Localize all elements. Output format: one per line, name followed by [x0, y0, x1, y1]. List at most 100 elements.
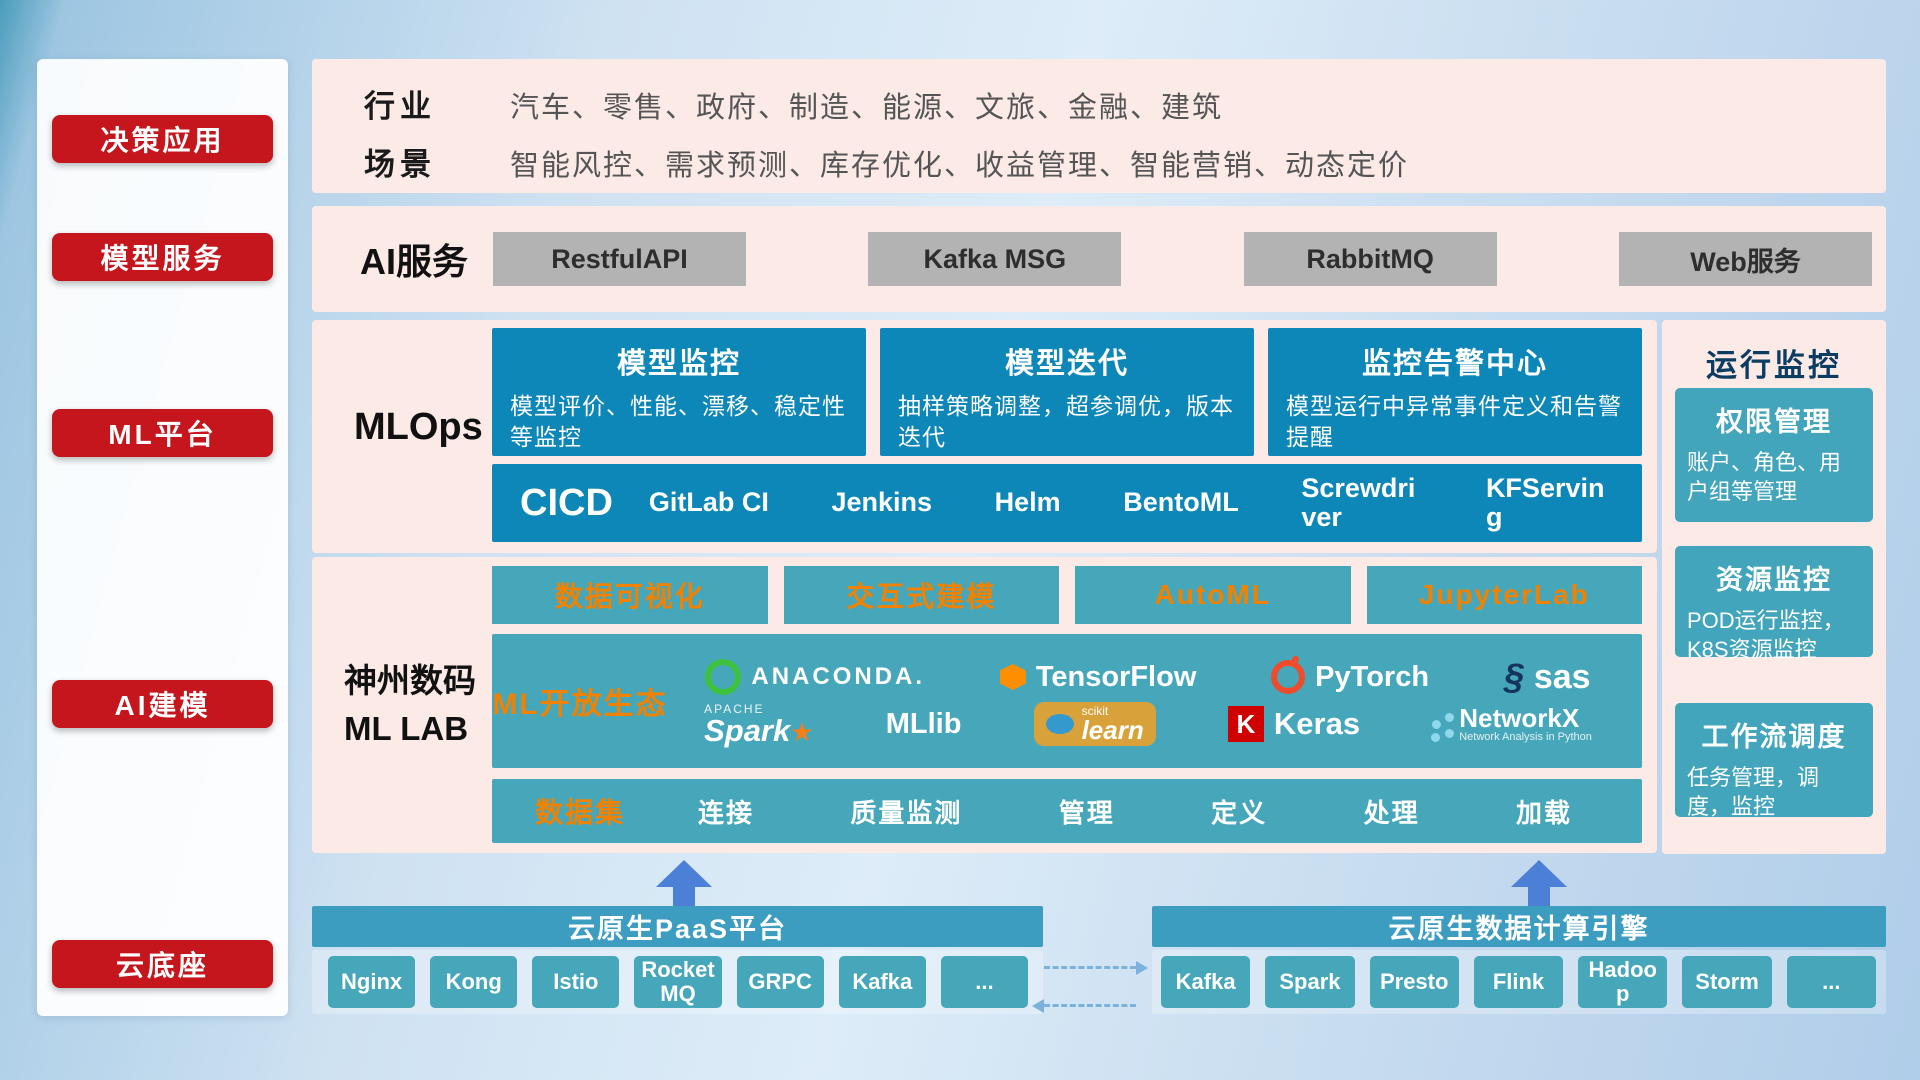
engine-chip-flink[interactable]: Flink [1473, 956, 1564, 1009]
cicd-item-screwdriver: Screwdriver [1301, 472, 1416, 532]
sidebar-item-decision-apps[interactable]: 决策应用 [52, 115, 273, 163]
dataset-item-process: 处理 [1363, 797, 1420, 828]
paas-chip-more[interactable]: ... [940, 956, 1028, 1009]
engine-chip-kafka[interactable]: Kafka [1161, 956, 1251, 1009]
up-arrow-icon [1511, 860, 1567, 906]
arrow-head [1511, 860, 1567, 887]
runtime-monitoring-title: 运行监控 [1706, 348, 1842, 383]
ecosystem-logos-row-1: ANACONDA. TensorFlow PyTorch sas [668, 656, 1628, 698]
cicd-item-kfserving: KFServing [1485, 472, 1605, 532]
card-desc: POD运行监控，K8S资源监控 [1687, 608, 1845, 663]
sidebar-item-cloud-base[interactable]: 云底座 [52, 940, 273, 988]
model-iteration-card: 模型迭代 抽样策略调整，超参调优，版本迭代 [880, 328, 1254, 456]
card-desc: 账户、角色、用户组等管理 [1687, 450, 1842, 505]
mlops-label: MLOps [354, 406, 483, 448]
sidebar-item-ml-platform[interactable]: ML平台 [52, 409, 273, 457]
scikit-learn-icon [1045, 714, 1074, 734]
tool-jupyterlab-button[interactable]: JupyterLab [1366, 566, 1642, 624]
cloud-native-paas-bar: 云原生PaaS平台 [312, 906, 1043, 947]
anaconda-logo: ANACONDA. [705, 659, 925, 695]
keras-logo-text: Keras [1273, 706, 1361, 741]
card-title: 工作流调度 [1701, 722, 1847, 752]
paas-chip-rocketmq[interactable]: RocketMQ [634, 956, 722, 1009]
resource-monitoring-card: 资源监控 POD运行监控，K8S资源监控 [1675, 546, 1873, 662]
dataset-item-manage: 管理 [1058, 797, 1115, 828]
spark-apache-text: APACHE [704, 701, 765, 716]
dataset-bar: 数据集 连接 质量监测 管理 定义 处理 加载 [492, 779, 1642, 843]
paas-chip-nginx[interactable]: Nginx [328, 956, 416, 1009]
pytorch-logo-text: PyTorch [1315, 660, 1430, 693]
card-title: 模型监控 [616, 348, 741, 380]
pytorch-icon [1271, 656, 1306, 694]
ai-services-label: AI服务 [360, 241, 469, 282]
networkx-logo: NetworkX Network Analysis in Python [1432, 704, 1592, 744]
paas-components: Nginx Kong Istio RocketMQ GRPC Kafka ... [328, 956, 1028, 1009]
permission-management-card: 权限管理 账户、角色、用户组等管理 [1675, 388, 1873, 522]
ai-services-panel: AI服务 RestfulAPI Kafka MSG RabbitMQ Web服务 [312, 206, 1886, 312]
service-kafka-msg-button[interactable]: Kafka MSG [868, 232, 1122, 286]
engine-chip-hadoop[interactable]: Hadoop [1578, 956, 1668, 1009]
dataset-items: 连接 质量监测 管理 定义 处理 加载 [668, 793, 1642, 830]
cicd-bar: CICD GitLab CI Jenkins Helm BentoML Scre… [492, 464, 1642, 542]
workflow-scheduling-card: 工作流调度 任务管理，调度，监控 [1675, 703, 1873, 819]
dataset-item-define: 定义 [1211, 797, 1268, 828]
tensorflow-icon [999, 664, 1026, 690]
cicd-item-bentoml: BentoML [1123, 487, 1239, 518]
tool-data-visualization-button[interactable]: 数据可视化 [492, 566, 768, 624]
industry-value: 汽车、零售、政府、制造、能源、文旅、金融、建筑 [510, 92, 1224, 124]
up-arrow-icon [656, 860, 712, 906]
industry-scenario-panel: 行业 汽车、零售、政府、制造、能源、文旅、金融、建筑 场景 智能风控、需求预测、… [312, 59, 1886, 193]
spark-star-icon: ★ [790, 716, 814, 747]
runtime-monitoring-panel: 运行监控 权限管理 账户、角色、用户组等管理 资源监控 POD运行监控，K8S资… [1662, 320, 1886, 854]
anaconda-logo-text: ANACONDA. [751, 663, 926, 690]
industry-label: 行业 [364, 89, 436, 124]
scikit-text: scikit [1081, 704, 1109, 718]
ml-lab-panel: 神州数码 ML LAB 数据可视化 交互式建模 AutoML JupyterLa… [312, 557, 1657, 853]
card-title: 监控告警中心 [1361, 348, 1548, 380]
sidebar-item-ai-modeling[interactable]: AI建模 [52, 680, 273, 728]
ai-services-buttons: RestfulAPI Kafka MSG RabbitMQ Web服务 [493, 232, 1872, 286]
card-title: 权限管理 [1716, 407, 1832, 437]
ecosystem-logos: ANACONDA. TensorFlow PyTorch sas [668, 656, 1642, 746]
scenario-label: 场景 [364, 147, 436, 182]
service-rabbitmq-button[interactable]: RabbitMQ [1243, 232, 1497, 286]
ecosystem-logos-row-2: APACHE Spark★ MLlib scikit learn [668, 702, 1628, 746]
keras-icon: K [1227, 706, 1264, 742]
engine-chip-presto[interactable]: Presto [1369, 956, 1459, 1009]
dashed-arrow-left-icon [1032, 999, 1136, 1013]
tensorflow-logo-text: TensorFlow [1035, 660, 1197, 693]
service-restfulapi-button[interactable]: RestfulAPI [493, 232, 746, 286]
cicd-label: CICD [520, 481, 613, 524]
networkx-icon [1432, 719, 1442, 729]
mllib-logo-text: MLlib [885, 707, 962, 740]
cloud-native-data-engine-bar: 云原生数据计算引擎 [1152, 906, 1886, 947]
paas-chip-kafka[interactable]: Kafka [838, 956, 926, 1009]
layer-sidebar: 决策应用 模型服务 ML平台 AI建模 云底座 [37, 59, 288, 1016]
scenario-value: 智能风控、需求预测、库存优化、收益管理、智能营销、动态定价 [510, 150, 1410, 182]
sidebar-item-model-services[interactable]: 模型服务 [52, 233, 273, 281]
engine-components: Kafka Spark Presto Flink Hadoop Storm ..… [1161, 956, 1876, 1009]
service-web-button[interactable]: Web服务 [1618, 232, 1872, 286]
engine-chip-spark[interactable]: Spark [1265, 956, 1355, 1009]
card-title: 模型迭代 [1004, 348, 1129, 380]
networkx-stack: NetworkX Network Analysis in Python [1459, 704, 1592, 744]
arrow-stem [1528, 887, 1550, 906]
paas-chip-grpc[interactable]: GRPC [736, 956, 824, 1009]
cicd-item-helm: Helm [994, 487, 1061, 518]
paas-chip-kong[interactable]: Kong [430, 956, 518, 1009]
ml-lab-label-line2: ML LAB [344, 710, 469, 747]
networkx-subtitle: Network Analysis in Python [1459, 730, 1592, 743]
mlops-panel: MLOps 模型监控 模型评价、性能、漂移、稳定性等监控 模型迭代 抽样策略调整… [312, 320, 1657, 553]
scikit-learn-stack: scikit learn [1082, 705, 1144, 743]
tool-automl-button[interactable]: AutoML [1075, 566, 1351, 624]
spark-logo-text: Spark [704, 712, 791, 748]
engine-chip-more[interactable]: ... [1786, 956, 1876, 1009]
paas-chip-istio[interactable]: Istio [532, 956, 620, 1009]
ml-lab-label: 神州数码 ML LAB [344, 657, 494, 753]
engine-chip-storm[interactable]: Storm [1682, 956, 1772, 1009]
mllib-logo: MLlib [886, 708, 962, 741]
tool-interactive-modeling-button[interactable]: 交互式建模 [783, 566, 1059, 624]
learn-text: learn [1081, 715, 1144, 745]
card-desc: 抽样策略调整，超参调优，版本迭代 [898, 393, 1234, 451]
